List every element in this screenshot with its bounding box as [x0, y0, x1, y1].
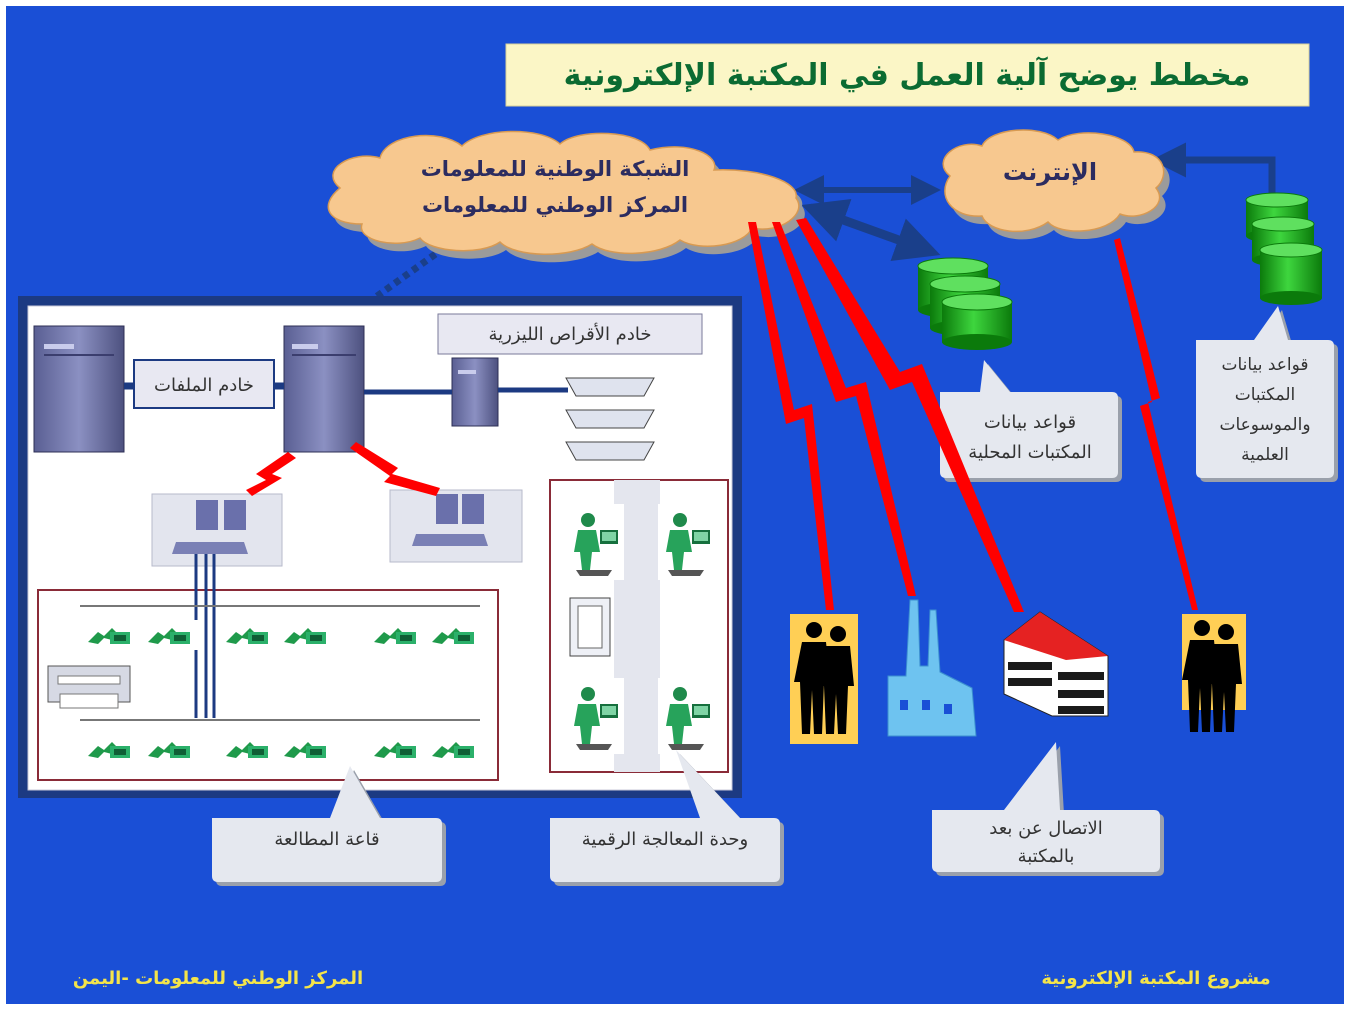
- footer-right: مشروع المكتبة الإلكترونية: [1041, 968, 1270, 989]
- remote-user-icon: [790, 614, 858, 744]
- cd-server-label-box: خادم الأقراص الليزرية: [437, 313, 703, 355]
- global-databases: [1245, 192, 1323, 305]
- remote-user-icon-2: [1182, 614, 1246, 732]
- remote-access-callout: الاتصال عن بعد بالمكتبة: [932, 742, 1164, 876]
- global-db-label-4: العلمية: [1241, 445, 1289, 465]
- file-server-label: خادم الملفات: [154, 375, 254, 396]
- reading-hall-label: قاعة المطالعة: [274, 829, 379, 850]
- global-db-label-2: المكتبات: [1235, 385, 1296, 405]
- scanner-icon: [569, 597, 611, 657]
- title-box: [505, 43, 1310, 107]
- global-db-callout: قواعد بيانات المكتبات والموسوعات العلمية: [1196, 306, 1338, 482]
- local-db-callout: قواعد بيانات المكتبات المحلية: [940, 360, 1122, 482]
- lan-red-links: [246, 442, 440, 496]
- diagram-title: مخطط يوضح آلية العمل في المكتبة الإلكترو…: [564, 56, 1251, 93]
- remote-access-label-1: الاتصال عن بعد: [989, 818, 1102, 839]
- local-databases: [917, 257, 1013, 350]
- remote-wireless-links: [748, 218, 1198, 612]
- network-switch-right: [389, 489, 523, 563]
- cd-drives: [565, 377, 655, 461]
- cd-server: [451, 357, 499, 427]
- server-tower-main: [283, 325, 365, 453]
- internet-cloud: الإنترنت: [942, 129, 1170, 240]
- factory-icon: [887, 599, 977, 737]
- footer-left: المركز الوطني للمعلومات -اليمن: [73, 968, 363, 989]
- network-switch-left: [151, 493, 283, 567]
- cd-server-label: خادم الأقراص الليزرية: [489, 323, 652, 345]
- building-icon: [1003, 611, 1109, 717]
- digital-unit-callout: وحدة المعالجة الرقمية: [550, 750, 784, 886]
- national-network-cloud: الشبكة الوطنية للمعلومات المركز الوطني ل…: [327, 130, 805, 263]
- national-center-label: المركز الوطني للمعلومات: [422, 193, 688, 217]
- reading-hall-callout: قاعة المطالعة: [212, 766, 446, 886]
- printer-icon: [47, 665, 131, 709]
- national-network-label: الشبكة الوطنية للمعلومات: [421, 157, 690, 181]
- local-db-label-2: المكتبات المحلية: [968, 442, 1091, 463]
- global-db-label-3: والموسوعات: [1219, 415, 1310, 435]
- global-db-label-1: قواعد بيانات: [1221, 355, 1308, 375]
- file-server-label-box: خادم الملفات: [133, 359, 275, 409]
- remote-access-label-2: بالمكتبة: [1018, 846, 1075, 867]
- internet-label: الإنترنت: [1003, 158, 1097, 186]
- digital-unit-label: وحدة المعالجة الرقمية: [582, 829, 748, 850]
- local-db-label-1: قواعد بيانات: [984, 412, 1076, 433]
- server-tower-left: [33, 325, 125, 453]
